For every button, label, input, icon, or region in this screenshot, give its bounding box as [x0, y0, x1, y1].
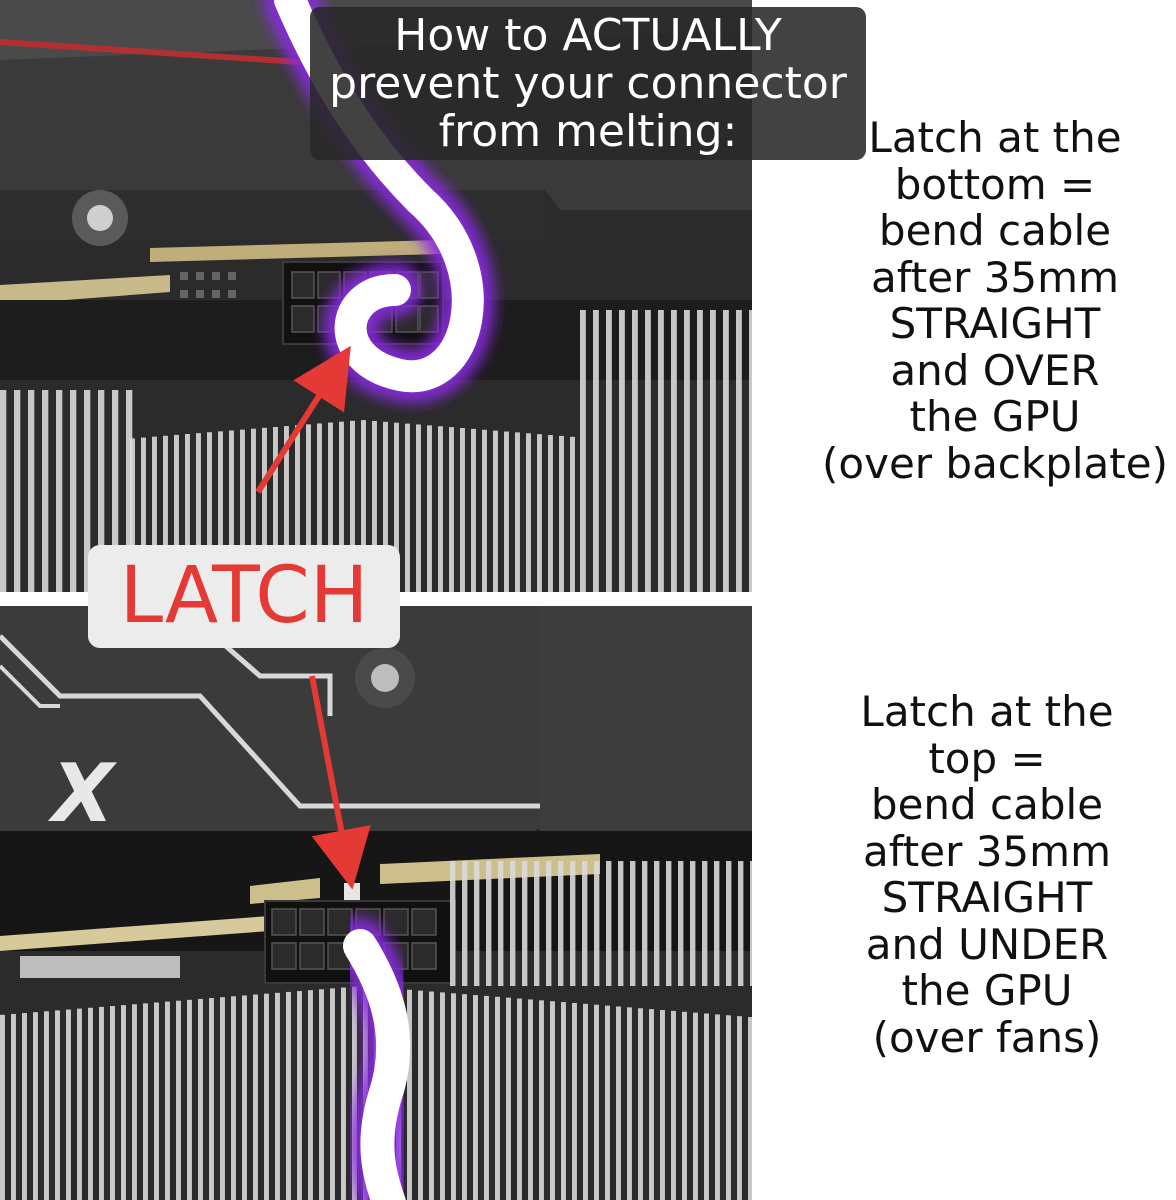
photo-latch-top: X — [0, 606, 752, 1200]
caption-latch-top: Latch at the top = bend cable after 35mm… — [807, 687, 1167, 1062]
caption-line: and UNDER — [865, 919, 1109, 969]
caption-line: (over fans) — [872, 1012, 1102, 1062]
caption-line: Latch at the — [868, 113, 1122, 162]
latch-label-box — [88, 545, 400, 648]
caption-line: STRAIGHT — [881, 873, 1093, 922]
title-line: from melting: — [438, 106, 738, 157]
connector-latch — [344, 883, 360, 901]
gpu-connector-illustration-bottom: X — [0, 606, 752, 1200]
title-text: How to ACTUALLY prevent your connector f… — [314, 12, 862, 156]
caption-line: bend cable — [870, 780, 1104, 829]
caption-line: and OVER — [890, 345, 1100, 395]
caption-line: bend cable — [878, 206, 1112, 255]
caption-line: STRAIGHT — [889, 299, 1101, 348]
caption-latch-bottom: Latch at the bottom = bend cable after 3… — [815, 113, 1175, 488]
caption-line: after 35mm — [863, 826, 1111, 876]
power-cable — [343, 929, 411, 1200]
caption-line: top = — [928, 733, 1046, 783]
title-line: prevent your connector — [329, 58, 847, 109]
caption-line: after 35mm — [871, 252, 1119, 302]
latch-label: LATCH — [119, 551, 369, 641]
caption-line: the GPU — [909, 392, 1081, 441]
caption-line: Latch at the — [860, 687, 1114, 736]
svg-text:X: X — [47, 747, 117, 840]
caption-line: the GPU — [901, 966, 1073, 1015]
caption-line: bottom = — [894, 159, 1096, 209]
caption-line: (over backplate) — [822, 438, 1168, 488]
title-banner — [310, 7, 866, 160]
title-line: How to ACTUALLY — [394, 10, 782, 61]
